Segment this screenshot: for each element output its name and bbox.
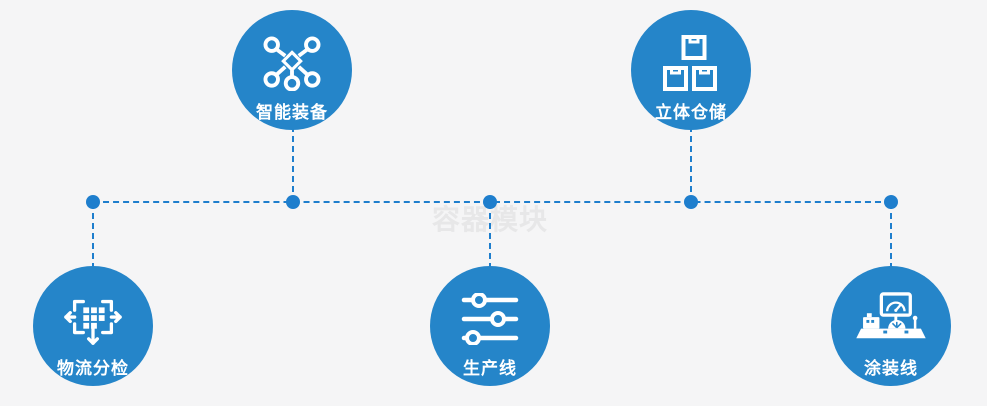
- junction-dot: [483, 195, 497, 209]
- node-label: 物流分检: [57, 359, 129, 378]
- node-label: 涂装线: [864, 359, 918, 378]
- node-label: 智能装备: [256, 103, 328, 122]
- diagram-node-smart-equipment[interactable]: 智能装备: [232, 10, 352, 130]
- node-label: 生产线: [463, 359, 517, 378]
- junction-dot: [286, 195, 300, 209]
- diagram-node-warehouse-storage[interactable]: 立体仓储: [631, 10, 751, 130]
- diagram-node-logistics-sorting[interactable]: 物流分检: [33, 266, 153, 386]
- move-sort-icon: [33, 290, 153, 348]
- network-nodes-icon: [232, 34, 352, 92]
- sliders-icon: [430, 290, 550, 348]
- stacked-boxes-icon: [631, 34, 751, 92]
- junction-dot: [86, 195, 100, 209]
- vertical-connector-smart-equipment: [292, 126, 294, 202]
- junction-dot: [684, 195, 698, 209]
- junction-dot: [884, 195, 898, 209]
- vertical-connector-warehouse: [690, 126, 692, 202]
- vertical-connector-logistics: [92, 203, 94, 269]
- vertical-connector-coating: [890, 203, 892, 269]
- diagram-node-production-line[interactable]: 生产线: [430, 266, 550, 386]
- node-label: 立体仓储: [655, 103, 727, 122]
- diagram-node-coating-line[interactable]: 涂装线: [831, 266, 951, 386]
- vertical-connector-production: [489, 203, 491, 269]
- machine-icon: [831, 290, 951, 348]
